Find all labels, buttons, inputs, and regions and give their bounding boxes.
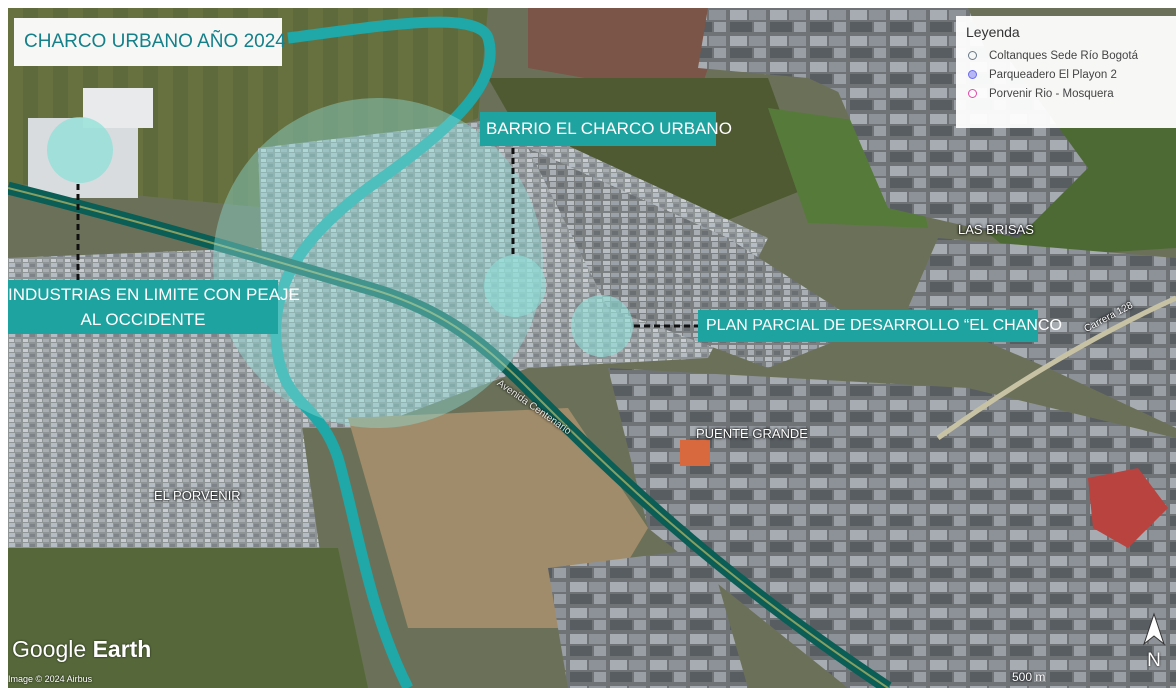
place-puente-grande: PUENTE GRANDE xyxy=(696,426,808,441)
satellite-map[interactable]: CHARCO URBANO AÑO 2024 BARRIO EL CHARCO … xyxy=(8,8,1176,688)
label-industrias: INDUSTRIAS EN LIMITE CON PEAJE AL OCCIDE… xyxy=(8,280,300,334)
place-las-brisas: LAS BRISAS xyxy=(958,222,1034,237)
legend-item-label: Parqueadero El Playon 2 xyxy=(989,68,1117,81)
label-barrio-el-charco: BARRIO EL CHARCO URBANO xyxy=(480,112,732,146)
placemark-icon xyxy=(968,89,977,98)
north-arrow[interactable]: N xyxy=(1134,610,1174,674)
label-plan-parcial: PLAN PARCIAL DE DESARROLLO “EL CHANCO xyxy=(698,310,1062,342)
legend-item[interactable]: Coltanques Sede Río Bogotá xyxy=(966,46,1166,65)
barrio-marker-circle xyxy=(484,255,546,317)
label-industrias-line2: AL OCCIDENTE xyxy=(80,310,206,329)
legend-panel: Leyenda Coltanques Sede Río Bogotá Parqu… xyxy=(956,16,1176,128)
legend-item[interactable]: Parqueadero El Playon 2 xyxy=(966,65,1166,84)
label-industrias-line1: INDUSTRIAS EN LIMITE CON PEAJE xyxy=(8,285,300,304)
plan-parcial-marker-circle xyxy=(571,295,633,357)
legend-title: Leyenda xyxy=(966,24,1020,40)
north-letter: N xyxy=(1147,650,1161,671)
logo-google: Google xyxy=(12,636,87,662)
legend-item[interactable]: Porvenir Rio - Mosquera xyxy=(966,84,1166,103)
industry-zone-circle xyxy=(47,117,113,183)
legend-item-label: Coltanques Sede Río Bogotá xyxy=(989,49,1138,62)
logo-earth: Earth xyxy=(92,636,152,662)
map-title: CHARCO URBANO AÑO 2024 xyxy=(14,18,286,66)
legend-item-label: Porvenir Rio - Mosquera xyxy=(989,87,1114,100)
placemark-icon xyxy=(968,51,977,60)
place-el-porvenir: EL PORVENIR xyxy=(154,488,241,503)
image-credit: Image © 2024 Airbus xyxy=(8,674,93,684)
charco-urbano-zone-circle xyxy=(213,98,543,428)
scale-label: 500 m xyxy=(1012,670,1046,684)
placemark-icon xyxy=(968,70,977,79)
north-arrow-icon xyxy=(1142,612,1166,646)
google-earth-logo: Google Earth xyxy=(12,636,151,663)
